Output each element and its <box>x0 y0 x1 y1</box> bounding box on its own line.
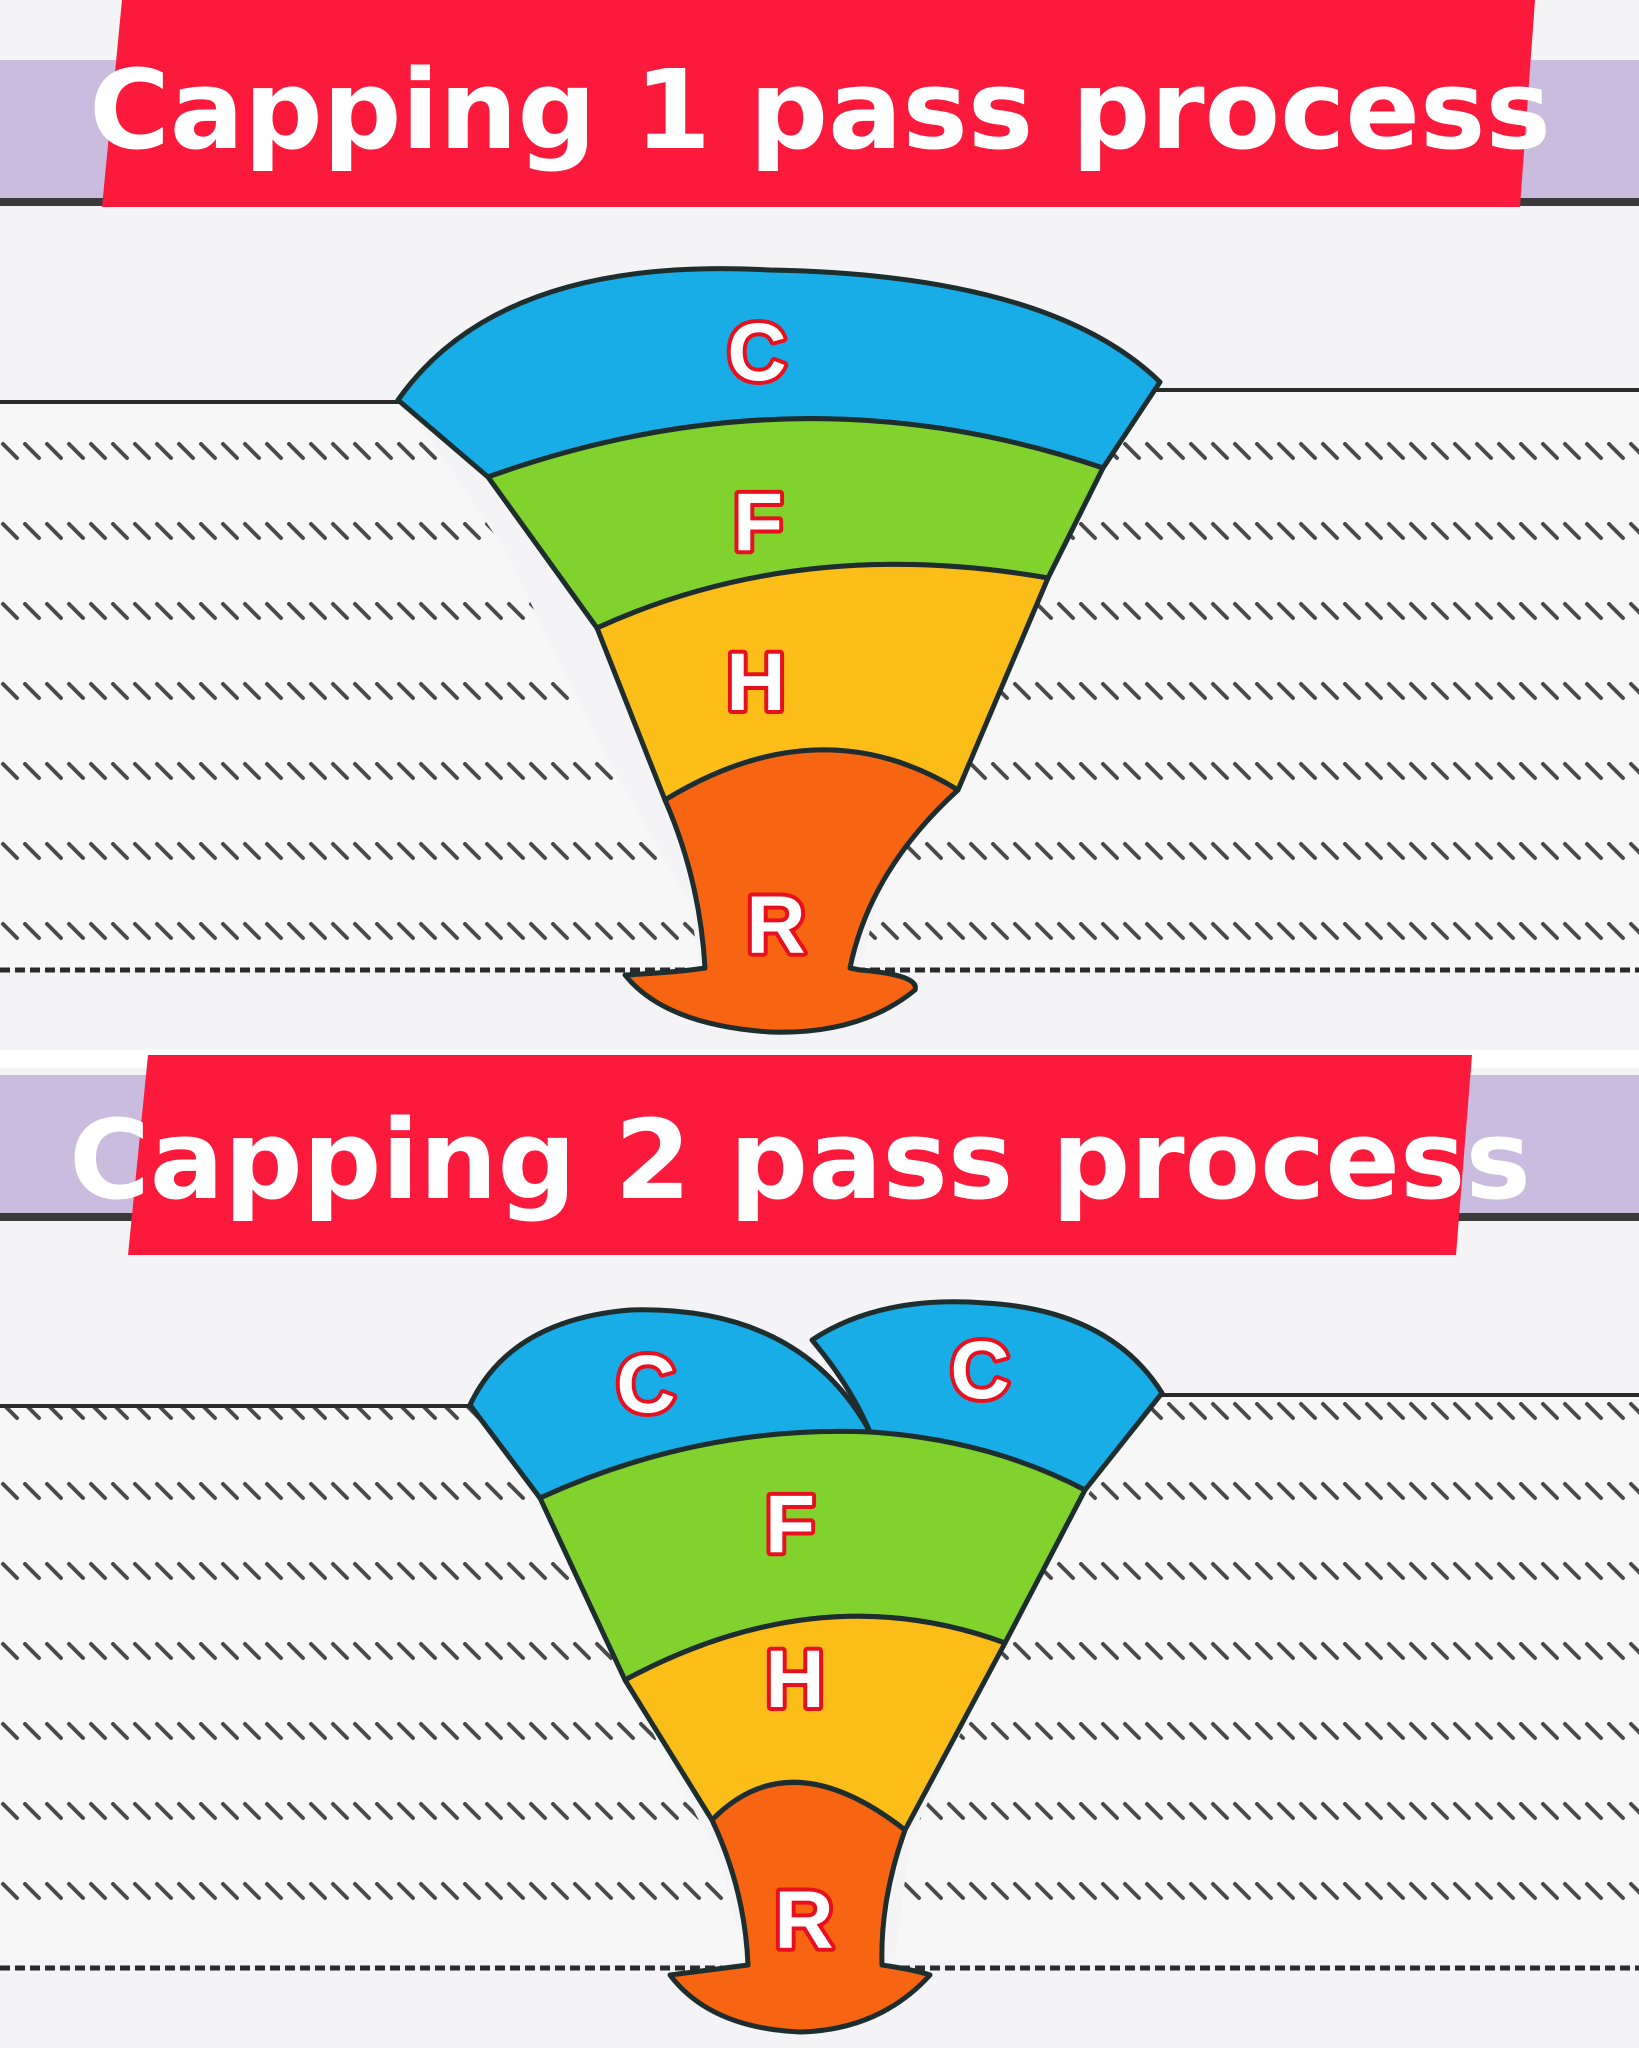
hot-label: H <box>726 637 785 728</box>
cap-right-label: C <box>950 1325 1009 1416</box>
right-plate <box>860 390 1639 970</box>
cap-label: C <box>727 307 786 398</box>
title-banner <box>128 1055 1472 1255</box>
panel-title: Capping 2 pass process <box>69 1096 1531 1224</box>
cap-bead-right <box>809 1299 1165 1493</box>
right-plate <box>895 1395 1639 1960</box>
left-plate <box>0 402 700 970</box>
panel-capping-2-pass: Capping 2 pass process C C F H R <box>0 1055 1639 2048</box>
root-bead <box>667 1780 933 2035</box>
panel-title: Capping 1 pass process <box>89 46 1551 174</box>
hot-label: H <box>765 1634 824 1725</box>
fill-label: F <box>765 1479 815 1570</box>
root-label: R <box>746 880 805 971</box>
title-banner <box>102 0 1535 207</box>
root-label: R <box>774 1875 833 1966</box>
cap-left-label: C <box>616 1339 675 1430</box>
fill-label: F <box>733 477 783 568</box>
root-bead <box>622 747 961 1035</box>
left-plate <box>0 1406 745 1960</box>
panel-capping-1-pass: Capping 1 pass process C F H R <box>0 0 1639 1050</box>
